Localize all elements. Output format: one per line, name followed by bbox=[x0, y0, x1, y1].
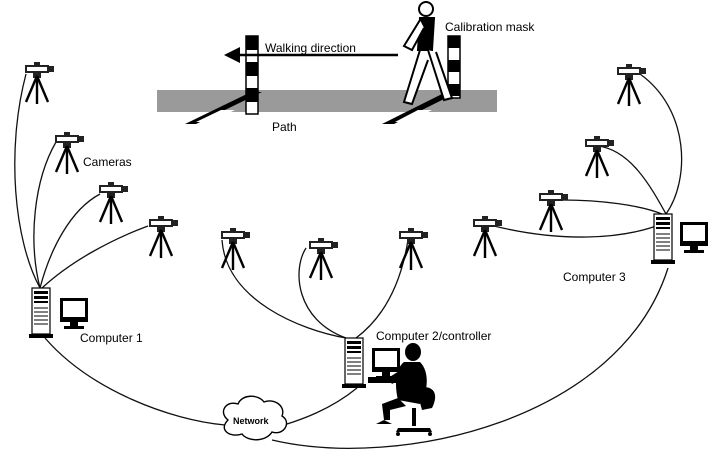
calibration-pole-left bbox=[245, 35, 259, 115]
camera-icon bbox=[97, 180, 130, 226]
path-label: Path bbox=[272, 120, 297, 134]
camera-icon bbox=[615, 62, 648, 108]
walking-person-icon bbox=[402, 1, 454, 106]
computer-2 bbox=[341, 337, 400, 389]
cable-wires bbox=[14, 73, 683, 449]
camera-icon bbox=[147, 214, 180, 260]
camera-icon bbox=[53, 130, 86, 176]
desktop-computer-icon bbox=[650, 213, 676, 265]
walking-direction-label: Walking direction bbox=[265, 41, 356, 55]
monitor-icon bbox=[60, 298, 88, 329]
monitor-icon bbox=[680, 222, 708, 253]
calibration-pole-right bbox=[447, 35, 461, 99]
seated-operator-icon bbox=[376, 343, 436, 436]
path-marker-left bbox=[185, 92, 262, 124]
calibration-mask-label: Calibration mask bbox=[445, 20, 535, 34]
camera-icon bbox=[219, 226, 252, 272]
path-marker-right bbox=[382, 92, 458, 124]
walking-direction-arrow bbox=[224, 47, 398, 63]
camera-icon bbox=[583, 134, 616, 180]
cameras-label: Cameras bbox=[83, 155, 132, 169]
computer-1-label: Computer 1 bbox=[80, 331, 143, 345]
desktop-computer-icon bbox=[28, 287, 54, 339]
camera-icon bbox=[307, 236, 340, 282]
computer-2-label: Computer 2/controller bbox=[376, 329, 491, 343]
computer-3 bbox=[650, 213, 708, 265]
network-label: Network bbox=[233, 416, 270, 426]
computer-3-label: Computer 3 bbox=[563, 270, 626, 284]
camera-icon bbox=[471, 214, 504, 260]
camera-icon bbox=[23, 60, 56, 106]
network-cloud-icon bbox=[222, 395, 288, 441]
camera-icon bbox=[537, 188, 570, 234]
desktop-computer-icon bbox=[341, 337, 367, 389]
